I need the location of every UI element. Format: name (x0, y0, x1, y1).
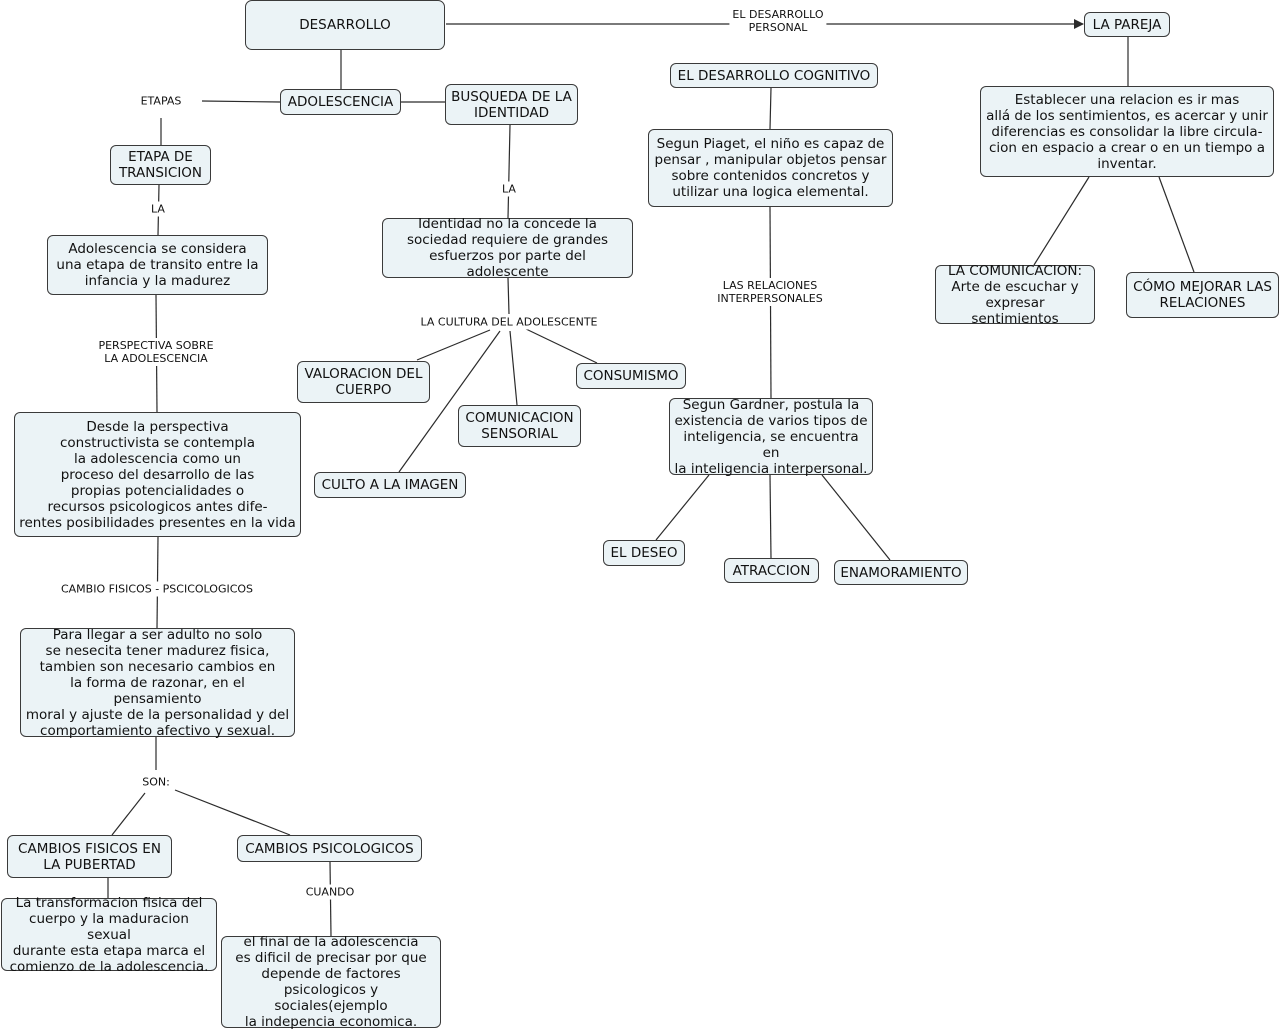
node-mejorar-relaciones[interactable]: CÓMO MEJORAR LAS RELACIONES (1126, 272, 1279, 318)
label-son: SON: (139, 774, 173, 790)
node-gardner[interactable]: Segun Gardner, postula la existencia de … (669, 397, 873, 477)
link-gardner-atraccion (769, 474, 772, 559)
node-consumismo[interactable]: CONSUMISMO (576, 363, 686, 389)
link-busqueda-identidad (507, 124, 511, 219)
label-etapas: ETAPAS (137, 93, 185, 109)
link-cultura-valoracion (416, 329, 491, 361)
node-relacion[interactable]: Establecer una relacion es ir mas allá d… (980, 86, 1274, 177)
node-identidad[interactable]: Identidad no la concede la sociedad requ… (382, 216, 633, 280)
node-culto-imagen[interactable]: CULTO A LA IMAGEN (314, 472, 466, 498)
link-relacion-mejorar (1158, 176, 1195, 273)
link-relacion-comunicacion (1033, 176, 1090, 266)
node-desarrollo-cognitivo[interactable]: EL DESARROLLO COGNITIVO (670, 63, 878, 88)
link-cultura-culto (398, 330, 501, 473)
node-piaget[interactable]: Segun Piaget, el niño es capaz de pensar… (648, 129, 893, 207)
label-relaciones-interpersonales: LAS RELACIONES INTERPERSONALES (714, 278, 826, 306)
link-cultura-sensorial (509, 330, 518, 406)
node-final-adolescencia[interactable]: el final de la adolescencia es dificil d… (221, 934, 441, 1030)
node-adolescencia[interactable]: ADOLESCENCIA (280, 89, 401, 115)
label-cuando: CUANDO (302, 884, 358, 900)
node-etapa-transicion[interactable]: ETAPA DE TRANSICION (110, 145, 211, 185)
link-gardner-enamoramiento (821, 474, 891, 561)
node-la-pareja[interactable]: LA PAREJA (1084, 12, 1170, 37)
node-enamoramiento[interactable]: ENAMORAMIENTO (834, 560, 968, 585)
link-identidad-cultura (507, 277, 510, 315)
node-atraccion[interactable]: ATRACCION (724, 558, 819, 583)
label-desarrollo-personal: EL DESARROLLO PERSONAL (729, 7, 827, 35)
node-el-deseo[interactable]: EL DESEO (603, 540, 685, 566)
link-cognitivo-piaget (769, 87, 772, 130)
link-cultura-consumismo (525, 328, 598, 364)
node-adulto[interactable]: Para llegar a ser adulto no solo se nese… (20, 627, 295, 739)
node-comunicacion-sensorial[interactable]: COMUNICACION SENSORIAL (458, 405, 581, 447)
link-adolescencia-etapas (201, 100, 281, 103)
link-son-fisicos (111, 792, 146, 836)
link-son-psicologicos (174, 789, 291, 836)
label-cultura-adolescente: LA CULTURA DEL ADOLESCENTE (417, 314, 601, 330)
node-busqueda-identidad[interactable]: BUSQUEDA DE LA IDENTIDAD (445, 84, 578, 125)
node-comunicacion-pareja[interactable]: LA COMUNICACION: Arte de escuchar y expr… (935, 263, 1095, 327)
node-adolescencia-considera[interactable]: Adolescencia se considera una etapa de t… (47, 235, 268, 295)
node-cambios-psicologicos[interactable]: CAMBIOS PSICOLOGICOS (237, 835, 422, 862)
node-desarrollo[interactable]: DESARROLLO (245, 0, 445, 50)
node-transformacion[interactable]: La transformacion fisica del cuerpo y la… (1, 895, 217, 975)
label-la-transicion: LA (148, 201, 168, 217)
node-cambios-fisicos[interactable]: CAMBIOS FISICOS EN LA PUBERTAD (7, 835, 172, 878)
label-la-identidad: LA (499, 181, 519, 197)
label-cambio-fisicos: CAMBIO FISICOS - PSCICOLOGICOS (57, 581, 257, 597)
node-constructivista[interactable]: Desde la perspectiva constructivista se … (14, 412, 301, 537)
node-valoracion-cuerpo[interactable]: VALORACION DEL CUERPO (297, 361, 430, 403)
label-perspectiva: PERSPECTIVA SOBRE LA ADOLESCENCIA (95, 338, 217, 366)
link-gardner-deseo (655, 474, 710, 541)
